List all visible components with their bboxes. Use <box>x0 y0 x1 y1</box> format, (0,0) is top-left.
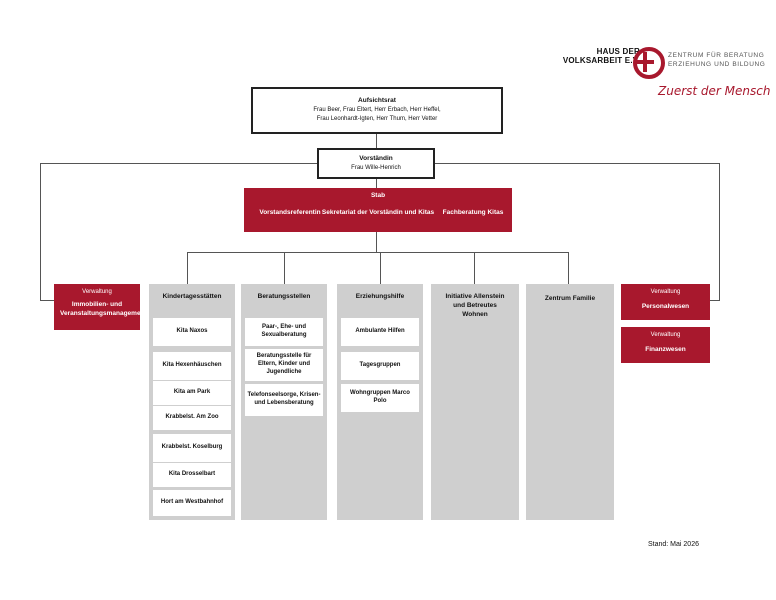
logo: HAUS DER VOLKSARBEIT E.V. ZENTRUM FÜR BE… <box>548 46 771 102</box>
logo-line1: HAUS DER <box>596 47 640 56</box>
kita-card: Hort am Westbahnhof <box>153 490 231 516</box>
stab-item: Vorstandsreferentin <box>259 209 321 216</box>
verwaltung-finanz-title: Finanzwesen <box>645 346 686 353</box>
erziehung-card: Tagesgruppen <box>341 352 419 380</box>
connector-verwaltung-right <box>710 300 720 301</box>
erziehung-card: Ambulante Hilfen <box>341 318 419 346</box>
connector-lower-bus <box>187 252 569 253</box>
connector-drop-kitas <box>187 252 188 284</box>
connector-verwaltung-left <box>40 300 54 301</box>
logo-slogan: Zuerst der Mensch <box>658 84 771 98</box>
connector-drop-familie <box>568 252 569 284</box>
verwaltung-finanz-box: Verwaltung Finanzwesen <box>621 327 710 363</box>
vorstand-name: Frau Wille-Henrich <box>351 164 401 171</box>
logo-cross-icon <box>633 47 665 79</box>
connector-drop-erziehung <box>380 252 381 284</box>
stab-item: Sekretariat der Vorständin und Kitas <box>321 209 435 216</box>
connector-left-drop <box>40 163 41 300</box>
verwaltung-label: Verwaltung <box>82 289 112 295</box>
connector-drop-initiative <box>474 252 475 284</box>
kita-card: Kita Hexenhäuschen <box>153 352 231 380</box>
verwaltung-personal-title: Personalwesen <box>641 303 690 310</box>
stab-item: Fachberatung Kitas <box>442 209 504 216</box>
connector-drop-beratung <box>284 252 285 284</box>
verwaltung-label: Verwaltung <box>650 289 681 295</box>
logo-sub2: ERZIEHUNG UND BILDUNG <box>668 61 766 68</box>
kita-card: Kita Naxos <box>153 318 231 346</box>
connector-aufsicht-vorstand <box>376 133 377 148</box>
connector-stab-bus <box>376 232 377 252</box>
familie-title: Zentrum Familie <box>544 295 596 302</box>
erziehung-card: Wohngruppen Marco Polo <box>341 384 419 412</box>
kita-card: Kita am Park <box>153 381 231 405</box>
stab-title: Stab <box>370 192 386 199</box>
verwaltung-label: Verwaltung <box>650 332 681 338</box>
verwaltung-immobilien-title: Immobilien- und Veranstaltungsmanagement <box>60 301 147 317</box>
initiative-column: Initiative Allenstein und Betreutes Wohn… <box>431 284 519 520</box>
beratung-card: Telefonseelsorge, Krisen- und Lebensbera… <box>245 384 323 416</box>
logo-line2: VOLKSARBEIT E.V. <box>562 56 640 65</box>
familie-column: Zentrum Familie <box>526 284 614 520</box>
vorstand-title: Vorständin <box>359 154 393 162</box>
connector-vorstand-stab <box>376 178 377 188</box>
kitas-title: Kindertagesstätten <box>162 293 222 300</box>
beratung-title: Beratungsstellen <box>257 293 311 300</box>
stab-box: Stab Vorstandsreferentin Sekretariat der… <box>244 188 512 232</box>
verwaltung-personal-box: Verwaltung Personalwesen <box>621 284 710 320</box>
kita-card: Kita Drosselbart <box>153 463 231 487</box>
kita-card: Krabbelst. Koselburg <box>153 434 231 462</box>
logo-sub1: ZENTRUM FÜR BERATUNG <box>668 52 765 59</box>
aufsichtsrat-box: Aufsichtsrat Frau Beer, Frau Eltert, Her… <box>251 87 503 134</box>
connector-right-drop <box>719 163 720 300</box>
aufsichtsrat-title: Aufsichtsrat <box>358 97 396 105</box>
kita-card: Krabbelst. Am Zoo <box>153 406 231 430</box>
beratung-card: Beratungsstelle für Eltern, Kinder und J… <box>245 349 323 381</box>
aufsichtsrat-line1: Frau Beer, Frau Eltert, Herr Erbach, Her… <box>313 107 441 114</box>
initiative-title: Initiative Allenstein und Betreutes Wohn… <box>445 293 505 318</box>
aufsichtsrat-line2: Frau Leonhardt-Igten, Herr Thum, Herr Ve… <box>316 115 438 122</box>
verwaltung-immobilien-box: Verwaltung Immobilien- und Veranstaltung… <box>54 284 147 330</box>
vorstand-box: Vorständin Frau Wille-Henrich <box>317 148 435 179</box>
stand-date: Stand: Mai 2026 <box>648 541 699 548</box>
beratung-card: Paar-, Ehe- und Sexualberatung <box>245 318 323 346</box>
erziehung-title: Erziehungshilfe <box>355 293 405 300</box>
